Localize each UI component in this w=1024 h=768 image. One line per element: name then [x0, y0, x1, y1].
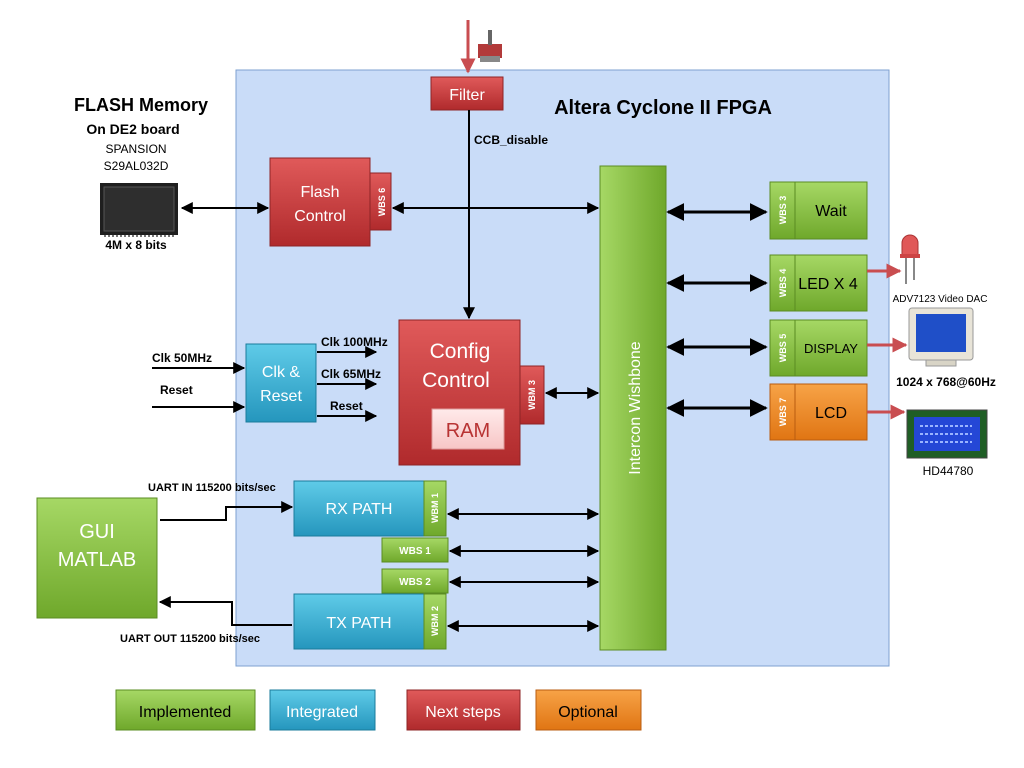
uart-out-label: UART OUT 115200 bits/sec: [120, 633, 260, 645]
rx-path-label: RX PATH: [326, 501, 393, 518]
wbs1-label: WBS 1: [399, 546, 431, 557]
toggle-switch-icon: [478, 30, 502, 62]
wbm2-port: [423, 593, 447, 650]
wbm1-port: [423, 480, 447, 537]
wbm3-label: WBM 3: [527, 380, 537, 410]
legend-integrated: [269, 689, 376, 731]
legend-implemented: [115, 689, 256, 731]
wbs2-port: [381, 568, 449, 594]
wbs2-label: WBS 2: [399, 577, 431, 588]
monitor-icon: [908, 307, 974, 367]
fpga-title: Altera Cyclone II FPGA: [554, 97, 772, 119]
uart-in-arrow: [160, 501, 294, 521]
ccb-disable-label: CCB_disable: [474, 133, 548, 147]
filter-label: Filter: [449, 87, 485, 104]
flash-memory-maker: SPANSION: [105, 142, 166, 156]
config-control-label-2: Control: [422, 369, 490, 392]
rx-path-block: [293, 480, 425, 537]
flash-memory-size: 4M x 8 bits: [105, 238, 167, 252]
uart-out-arrow: [158, 596, 292, 626]
wbs3-port: [769, 181, 796, 240]
display-block: [794, 319, 868, 377]
clk-reset-block: [245, 343, 317, 423]
legend-implemented-label: Implemented: [139, 704, 232, 721]
wbs4-label: WBS 4: [778, 269, 788, 298]
wait-block: [794, 181, 868, 240]
flash-control-label-1: Flash: [300, 184, 339, 201]
video-dac-label: ADV7123 Video DAC: [893, 294, 988, 305]
tx-path-block: [293, 593, 425, 650]
clk100-label: Clk 100MHz: [321, 335, 388, 349]
wbs1-port: [381, 537, 449, 563]
wait-label: Wait: [815, 203, 847, 220]
lcd-block: [794, 383, 868, 441]
wbs6-port: [369, 172, 392, 231]
wishbone-bus: [599, 165, 667, 651]
uart-in-label: UART IN 115200 bits/sec: [148, 482, 276, 494]
wbm1-label: WBM 1: [430, 493, 440, 523]
display-label: DISPLAY: [804, 341, 858, 356]
config-control-label-1: Config: [430, 340, 491, 363]
legend-integrated-label: Integrated: [286, 704, 358, 721]
ram-label: RAM: [446, 420, 490, 442]
led-block: [794, 254, 868, 312]
gui-matlab-block: [36, 497, 158, 619]
reset-in-label: Reset: [160, 383, 193, 397]
clk65-label: Clk 65MHz: [321, 367, 381, 381]
lcd-module-icon: [906, 409, 988, 459]
led-icon: [900, 234, 920, 284]
tx-path-label: TX PATH: [326, 615, 391, 632]
legend-optional-label: Optional: [558, 704, 618, 721]
lcd-chip-label: HD44780: [923, 464, 974, 478]
wbs7-port: [769, 383, 796, 441]
gui-label-1: GUI: [79, 521, 115, 543]
reset-out-label: Reset: [330, 399, 363, 413]
lcd-label: LCD: [815, 405, 847, 422]
wbs6-label: WBS 6: [377, 188, 387, 217]
wbs5-label: WBS 5: [778, 334, 788, 363]
flash-chip-icon: [100, 183, 178, 237]
flash-memory-subtitle: On DE2 board: [86, 121, 179, 137]
led-label: LED X 4: [798, 276, 858, 293]
clk-reset-label-2: Reset: [260, 388, 302, 405]
resolution-label: 1024 x 768@60Hz: [896, 375, 996, 389]
flash-control-block: [269, 157, 371, 247]
legend-next-steps-label: Next steps: [425, 704, 501, 721]
wbs3-label: WBS 3: [778, 196, 788, 225]
flash-memory-part: S29AL032D: [104, 159, 169, 173]
wbm3-port: [519, 365, 545, 425]
gui-label-2: MATLAB: [58, 549, 137, 571]
wbs7-label: WBS 7: [778, 398, 788, 427]
legend-optional: [535, 689, 642, 731]
flash-control-label-2: Control: [294, 208, 346, 225]
wishbone-label: Intercon Wishbone: [627, 341, 644, 475]
flash-memory-title: FLASH Memory: [74, 95, 208, 115]
ram-block: [431, 408, 505, 450]
legend-next-steps: [406, 689, 521, 731]
filter-block: [430, 76, 504, 111]
wbm2-label: WBM 2: [430, 606, 440, 636]
clk50-label: Clk 50MHz: [152, 351, 212, 365]
clk-reset-label-1: Clk &: [262, 364, 301, 381]
